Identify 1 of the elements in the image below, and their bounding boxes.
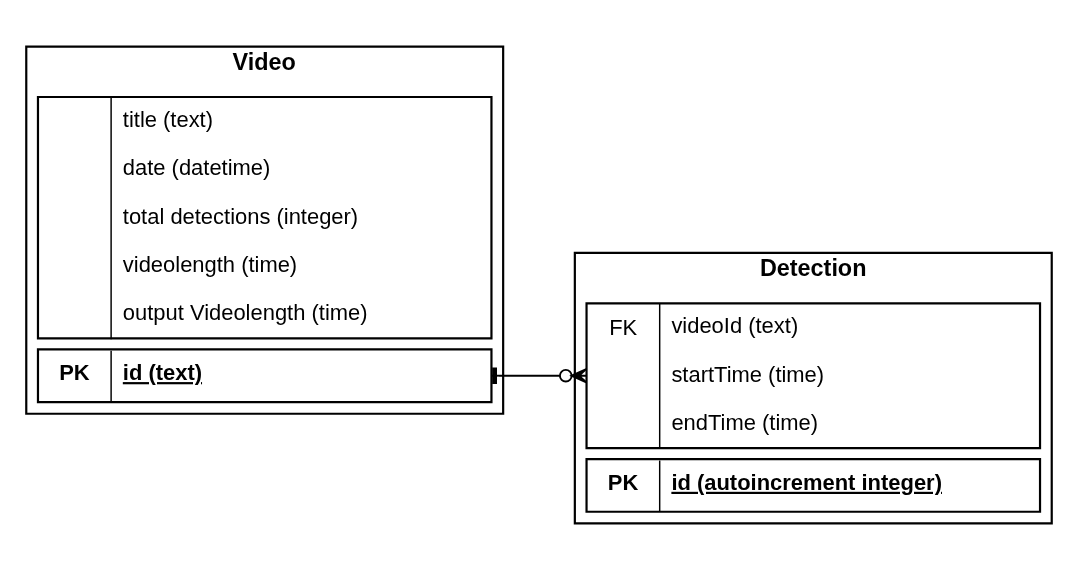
connector xyxy=(490,367,588,384)
